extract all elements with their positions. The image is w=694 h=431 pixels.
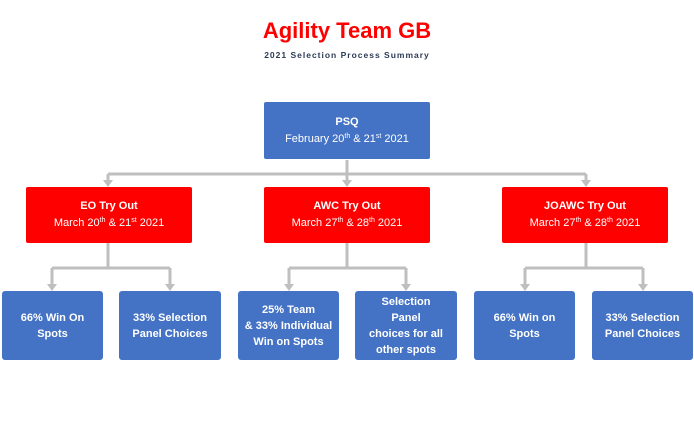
joawc-tryout-box: JOAWC Try Out March 27th & 28th 2021 — [502, 187, 668, 243]
awc-tryout-date: March 27th & 28th 2021 — [291, 217, 403, 229]
eo-outcome-win-on-spots: 66% Win On Spots — [2, 291, 103, 360]
psq-date: February 20th & 21st 2021 — [285, 132, 409, 145]
eo-outcome-panel-choices: 33% Selection Panel Choices — [119, 291, 221, 360]
joawc-tryout-date: March 27th & 28th 2021 — [529, 217, 641, 229]
joawc-outcome-panel-choices: 33% Selection Panel Choices — [592, 291, 693, 360]
eo-tryout-title: EO Try Out — [80, 200, 138, 212]
eo-tryout-date: March 20th & 21st 2021 — [53, 217, 165, 229]
psq-title: PSQ — [335, 115, 359, 128]
awc-outcome-win-on-spots: 25% Team & 33% Individual Win on Spots — [238, 291, 339, 360]
joawc-tryout-title: JOAWC Try Out — [544, 200, 626, 212]
psq-box: PSQ February 20th & 21st 2021 — [264, 102, 430, 159]
page-title: Agility Team GB — [262, 18, 432, 43]
eo-tryout-box: EO Try Out March 20th & 21st 2021 — [26, 187, 192, 243]
awc-outcome-panel-choices: Selection Panel choices for all other sp… — [355, 291, 457, 360]
page-subtitle: 2021 Selection Process Summary — [264, 50, 430, 60]
awc-tryout-box: AWC Try Out March 27th & 28th 2021 — [264, 187, 430, 243]
joawc-outcome-win-on-spots: 66% Win on Spots — [474, 291, 575, 360]
awc-tryout-title: AWC Try Out — [313, 200, 381, 212]
